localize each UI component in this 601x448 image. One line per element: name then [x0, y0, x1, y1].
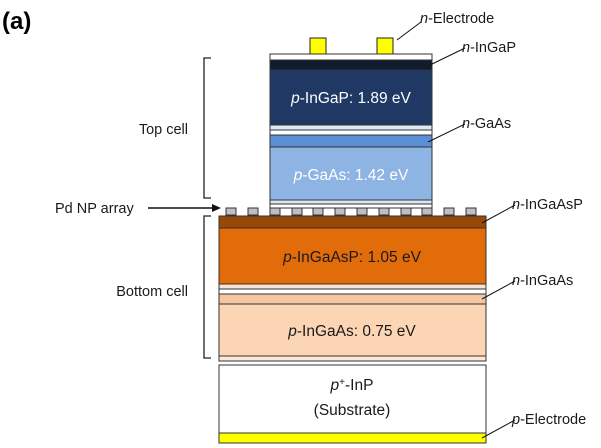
p-electrode-leader: [481, 419, 516, 439]
n-ingaasp-layer: [218, 215, 487, 229]
top-cell-bracket: [203, 57, 211, 199]
n-electrode-leader: [396, 21, 422, 41]
n-ingap-layer: [269, 59, 433, 71]
pd-nanoparticle: [269, 207, 281, 216]
n-ingaasp-label: n-InGaAsP: [512, 197, 583, 213]
bottom-cell-label: Bottom cell: [116, 284, 188, 300]
bottom-thin-1: [218, 283, 487, 290]
pd-nanoparticle: [465, 207, 477, 216]
n-ingaas-label: n-InGaAs: [512, 273, 573, 289]
top-contact-layer: [269, 53, 433, 61]
pd-nanoparticle: [356, 207, 368, 216]
p-electrode-label: p-Electrode: [511, 412, 586, 428]
n-ingaas-layer: [218, 293, 487, 305]
bottom-electrode: [218, 432, 487, 444]
pd-np-array-label: Pd NP array: [55, 201, 134, 217]
top-thin-layer-1: [269, 124, 433, 131]
pd-nanoparticle: [225, 207, 237, 216]
top-thin-layer-2: [269, 129, 433, 136]
bottom-thin-2: [218, 288, 487, 295]
n-ingap-leader: [427, 47, 466, 67]
n-ingap-label: n-InGaP: [462, 40, 516, 56]
substrate-label-1: p+-InP: [330, 377, 374, 395]
p-ingaasp-label: p-InGaAsP: 1.05 eV: [282, 249, 422, 266]
n-gaas-leader: [427, 123, 466, 143]
top-electrode-left: [309, 37, 327, 55]
bottom-thin-3: [218, 355, 487, 362]
n-gaas-label: n-GaAs: [462, 116, 511, 132]
bottom-cell-bracket: [203, 215, 211, 359]
pd-nanoparticle: [312, 207, 324, 216]
top-bottom-thin-2: [269, 203, 433, 209]
pd-nanoparticle: [421, 207, 433, 216]
p-gaas-layer: [269, 146, 433, 201]
substrate-layer: [218, 364, 487, 434]
p-ingaas-layer: [218, 303, 487, 357]
pd-nanoparticle: [443, 207, 455, 216]
p-gaas-label: p-GaAs: 1.42 eV: [293, 167, 409, 184]
top-electrode-right: [376, 37, 394, 55]
n-gaas-layer: [269, 134, 433, 148]
p-ingaas-label: p-InGaAs: 0.75 eV: [287, 323, 416, 340]
n-electrode-label: n-Electrode: [420, 11, 494, 27]
pd-nanoparticle: [400, 207, 412, 216]
substrate-label-2: (Substrate): [314, 402, 391, 419]
top-cell-label: Top cell: [139, 122, 188, 138]
p-ingaasp-layer: [218, 227, 487, 285]
pd-nanoparticle: [378, 207, 390, 216]
panel-label: (a): [2, 8, 31, 35]
top-bottom-thin-1: [269, 199, 433, 205]
n-ingaas-leader: [481, 280, 516, 300]
pd-np-array: [225, 207, 477, 216]
pd-nanoparticle: [334, 207, 346, 216]
pd-nanoparticle: [247, 207, 259, 216]
p-ingap-label: p-InGaP: 1.89 eV: [290, 90, 411, 107]
pd-np-arrow-head: [212, 204, 221, 212]
n-ingaasp-leader: [481, 204, 516, 224]
p-ingap-layer: [269, 69, 433, 126]
pd-nanoparticle: [291, 207, 303, 216]
